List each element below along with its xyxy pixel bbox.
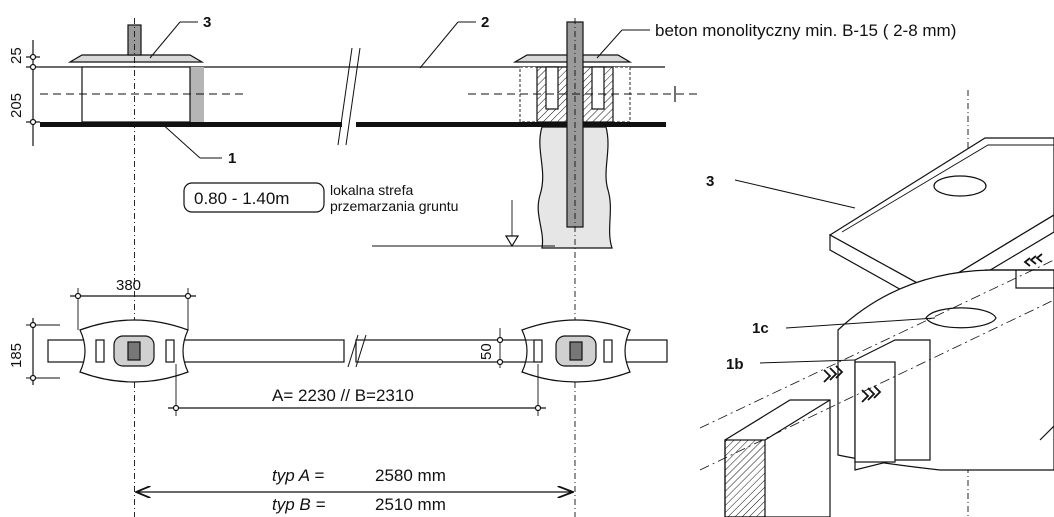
- frost-depth-value: 0.80 - 1.40m: [194, 189, 289, 208]
- frost-note-line1: lokalna strefa: [330, 182, 413, 198]
- callout-3-top: 3: [203, 14, 211, 31]
- frost-note-line2: przemarzania gruntu: [330, 198, 458, 214]
- dim-slot-depth: 50: [478, 343, 495, 360]
- frost-depth-box: [183, 182, 325, 213]
- callout-1: 1: [228, 150, 236, 167]
- ground-line-right: [356, 122, 666, 127]
- callout-1b: 1b: [726, 356, 744, 373]
- dim-height-block: 205: [8, 93, 25, 118]
- callout-2: 2: [481, 14, 489, 31]
- dim-height-top: 25: [8, 47, 25, 64]
- side-elevation: [26, 18, 702, 517]
- typ-a-label: typ A =: [272, 466, 324, 485]
- callout-3-iso: 3: [706, 173, 714, 190]
- dim-block-length: 380: [116, 277, 141, 294]
- typ-b-label: typ B =: [272, 495, 325, 514]
- isometric-view: [699, 90, 1054, 517]
- plan-view: [26, 288, 668, 492]
- typ-b-value: 2510 mm: [375, 495, 446, 514]
- ground-line-left: [40, 122, 342, 127]
- dim-span: A= 2230 // B=2310: [272, 386, 414, 405]
- concrete-note: beton monolityczny min. B-15 ( 2-8 mm): [655, 21, 956, 40]
- cap-side-view: [67, 54, 205, 63]
- callout-1c: 1c: [752, 320, 769, 337]
- dim-block-width: 185: [8, 343, 25, 368]
- typ-a-value: 2580 mm: [375, 466, 446, 485]
